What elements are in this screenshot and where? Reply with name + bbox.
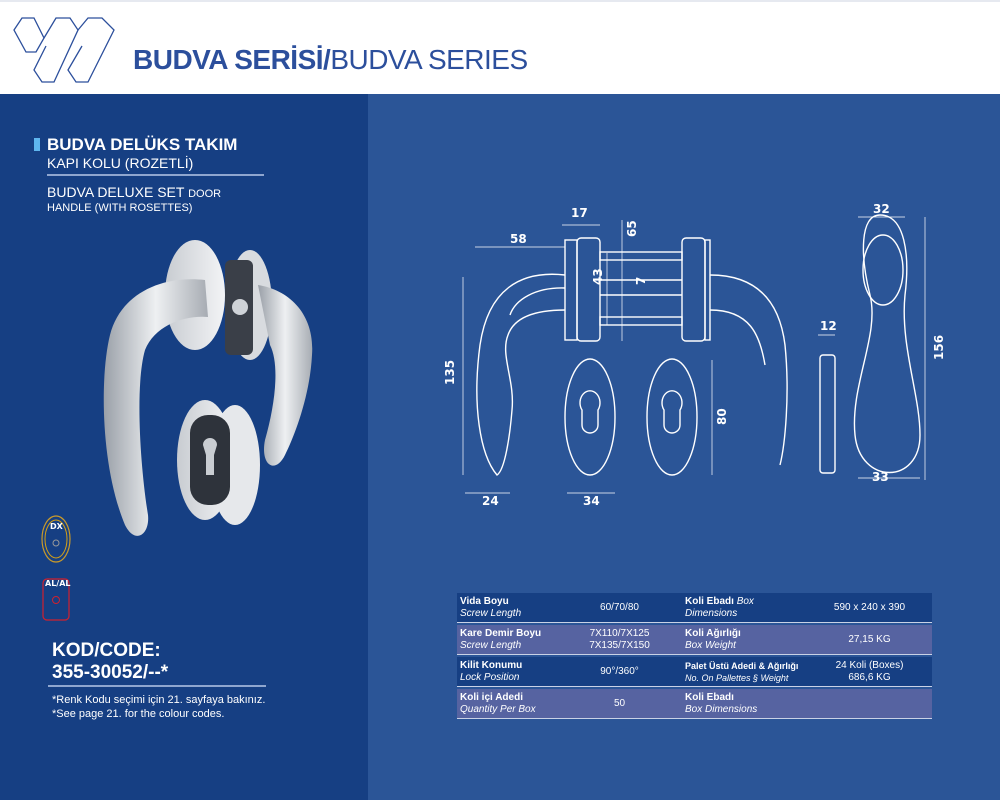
spec-value: 590 x 240 x 390	[807, 593, 932, 623]
spec-value: 50	[557, 689, 682, 719]
spec-value: 60/70/80	[557, 593, 682, 623]
spec-key-en: Screw Length	[460, 639, 522, 651]
spec-value: 24 Koli (Boxes)	[835, 659, 904, 671]
spec-value: 7X135/7X150	[589, 639, 650, 651]
note-tr: *Renk Kodu seçimi için 21. sayfaya bakın…	[52, 694, 266, 706]
spec-key-en: Screw Length	[460, 607, 522, 619]
name-en-small: DOOR	[188, 188, 222, 200]
spec-key: Koli Ebadı	[685, 691, 734, 703]
spec-key: Vida Boyu	[460, 595, 509, 607]
product-code: KOD/CODE:355-30052/--*	[52, 640, 168, 684]
spec-key-en: Dimensions	[685, 607, 738, 619]
dim-32: 32	[873, 202, 890, 216]
dim-80: 80	[715, 408, 729, 425]
spec-key-en: No. On Pallettes § Weight	[685, 672, 789, 683]
spec-key: Kilit Konumu	[460, 659, 523, 671]
spec-value: 90°/360°	[557, 657, 682, 687]
dim-7: 7	[634, 277, 648, 285]
product-subtitle-en: HANDLE (WITH ROSETTES)	[47, 202, 193, 214]
spec-key-inline: Box	[736, 595, 754, 607]
page-header: BUDVA SERİSİ/BUDVA SERIES	[0, 0, 1000, 94]
dim-65: 65	[625, 220, 639, 237]
technical-drawing: 17 58 65 43 7 135 24 34 80 32 12 156 33	[443, 202, 946, 508]
finish-swatch-dx	[41, 515, 71, 563]
dim-24: 24	[482, 494, 499, 508]
spec-key-en: Box Dimensions	[685, 703, 758, 715]
page-title: BUDVA SERİSİ/BUDVA SERIES	[133, 44, 528, 76]
dim-58: 58	[510, 232, 527, 246]
dim-156: 156	[932, 335, 946, 360]
product-photo	[103, 240, 313, 536]
spec-value: 7X110/7X125	[589, 627, 650, 639]
divider	[47, 174, 264, 176]
spec-key: Kare Demir Boyu	[460, 627, 542, 639]
product-name-tr: BUDVA DELÜKS TAKIM	[47, 135, 238, 154]
divider	[48, 685, 266, 687]
spec-key-en: Quantity Per Box	[460, 703, 536, 715]
title-english: BUDVA SERIES	[330, 44, 528, 75]
dim-12: 12	[820, 319, 837, 333]
dim-17: 17	[571, 206, 588, 220]
code-label: KOD/CODE:	[52, 640, 161, 661]
product-name-en: BUDVA DELUXE SET DOOR	[47, 184, 221, 200]
finish-label-dx: DX	[50, 522, 63, 531]
spec-key-en: Box Weight	[685, 639, 736, 651]
spec-key: Koli Ağırlığı	[685, 627, 741, 639]
dim-33: 33	[872, 470, 889, 484]
dim-43: 43	[591, 268, 605, 285]
title-accent-bar	[34, 138, 40, 151]
brand-logo	[13, 17, 115, 83]
code-value: 355-30052/--*	[52, 662, 169, 683]
name-en: BUDVA DELUXE SET	[47, 184, 185, 200]
dim-135: 135	[443, 360, 457, 385]
spec-value: 686,6 KG	[848, 671, 891, 683]
spec-key: Koli içi Adedi	[460, 691, 523, 703]
spec-key: Koli Ebadı	[685, 595, 734, 607]
spec-key-en: Lock Position	[460, 671, 520, 683]
title-turkish: BUDVA SERİSİ/	[133, 44, 331, 75]
finish-label-al: AL/AL	[45, 579, 71, 588]
finish-swatch-al	[42, 578, 70, 621]
note-en: *See page 21. for the colour codes.	[52, 708, 225, 720]
spec-value: 27,15 KG	[807, 625, 932, 655]
spec-key: Palet Üstü Adedi & Ağırlığı	[685, 660, 799, 671]
product-subtitle-tr: KAPI KOLU (ROZETLİ)	[47, 155, 194, 171]
spec-value	[807, 689, 932, 719]
dim-34: 34	[583, 494, 600, 508]
